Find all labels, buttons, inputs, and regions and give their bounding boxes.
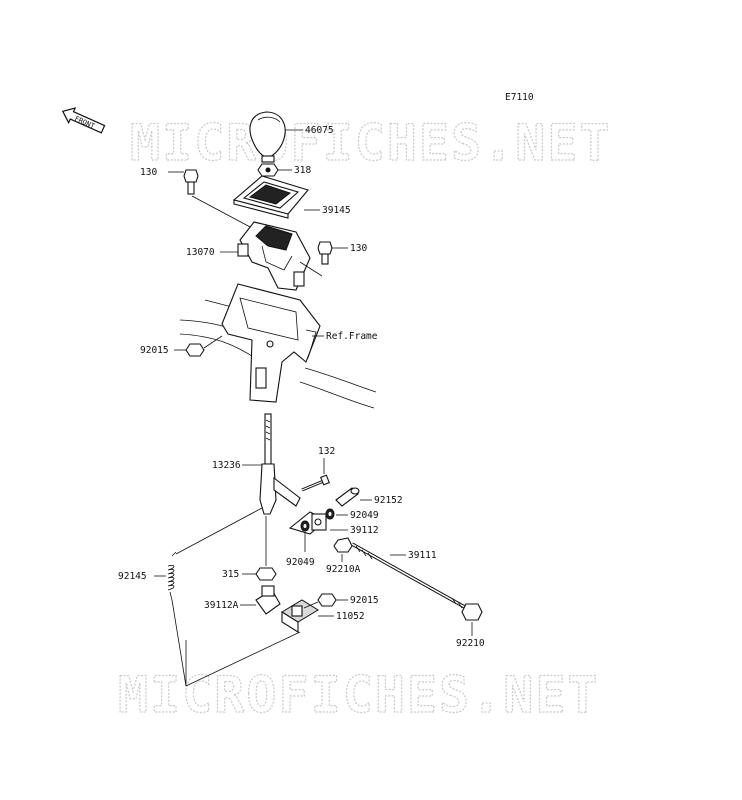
nut-92015-left: [185, 343, 205, 357]
label-318: 318: [294, 165, 311, 176]
label-13070: 13070: [186, 247, 215, 258]
label-13236: 13236: [212, 460, 241, 471]
label-132: 132: [318, 446, 335, 457]
bracket-11052: [281, 599, 319, 633]
bolt-132: [301, 474, 330, 492]
washer-92049-bottom: [300, 520, 310, 532]
watermark-bottom: MICROFICHES.NET: [118, 666, 600, 724]
rod-39111: [351, 542, 471, 612]
pin-92152: [335, 487, 360, 507]
nut-92210A: [333, 537, 353, 553]
label-11052: 11052: [336, 611, 365, 622]
front-arrow-icon: FRONT: [61, 107, 106, 134]
label-130-right: 130: [350, 243, 367, 254]
label-92145: 92145: [118, 571, 147, 582]
nut-318: [257, 163, 279, 177]
label-39111: 39111: [408, 550, 437, 561]
shift-lever: [259, 413, 301, 515]
label-ref-frame: Ref.Frame: [326, 331, 378, 342]
frame-bracket: [221, 283, 321, 403]
bolt-130-right: [317, 241, 333, 265]
nut-315: [255, 567, 277, 581]
label-39112: 39112: [350, 525, 379, 536]
label-92015-left: 92015: [140, 345, 169, 356]
label-92049-top: 92049: [350, 510, 379, 521]
nut-92210: [461, 603, 483, 621]
shift-knob: [249, 111, 286, 163]
washer-92049-top: [325, 508, 335, 520]
label-130-left: 130: [140, 167, 157, 178]
label-39112A: 39112A: [204, 600, 239, 611]
label-39145: 39145: [322, 205, 351, 216]
joint-39112A: [255, 585, 281, 615]
label-92152: 92152: [374, 495, 403, 506]
label-315: 315: [222, 569, 239, 580]
label-92015-right: 92015: [350, 595, 379, 606]
shift-housing: [237, 221, 311, 291]
bolt-130-left: [183, 169, 199, 195]
diagram-code: E7110: [505, 92, 534, 103]
label-92210A: 92210A: [326, 564, 361, 575]
label-46075: 46075: [305, 125, 334, 136]
nut-92015-right: [317, 593, 337, 607]
spring-92145: [167, 551, 177, 601]
shift-cover: [232, 175, 309, 219]
label-92049-bottom: 92049: [286, 557, 315, 568]
watermark-top: MICROFICHES.NET: [130, 114, 612, 172]
label-92210: 92210: [456, 638, 485, 649]
